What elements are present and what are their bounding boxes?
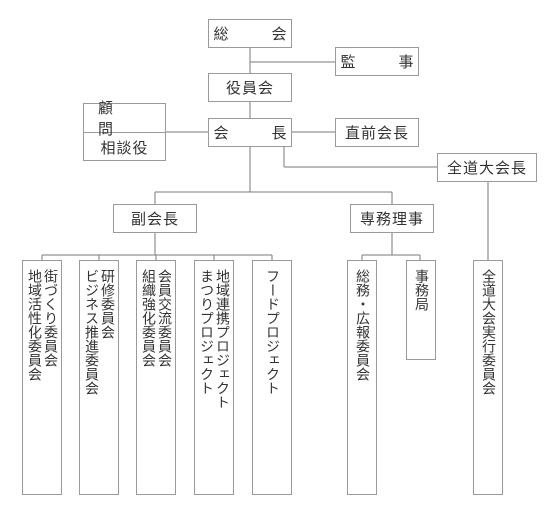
committee-box-1: 街づくり委員会 地域活性化委員会 bbox=[22, 260, 62, 495]
former-president-box: 直前会長 bbox=[335, 118, 419, 147]
advisor-counselor-box: 顧 問 相談役 bbox=[83, 99, 166, 161]
vice-president-label: 副会長 bbox=[130, 210, 179, 228]
president-box: 会 長 bbox=[208, 118, 292, 147]
committee-label-1: 街づくり委員会 地域活性化委員会 bbox=[26, 269, 58, 381]
committee-label-5: フードプロジェクト bbox=[264, 269, 280, 395]
general-assembly-box: 総 会 bbox=[208, 19, 292, 48]
counselor-label: 相談役 bbox=[100, 138, 149, 157]
counselor-cell: 相談役 bbox=[84, 132, 165, 161]
auditor-label: 監 事 bbox=[340, 53, 428, 71]
committee-box-8: 全道大会実行委員会 bbox=[473, 260, 503, 495]
committee-label-2: 研修委員会 ビジネス推進委員会 bbox=[83, 269, 115, 395]
committee-box-4: 地域連携プロジェクト まつりプロジェクト bbox=[194, 260, 234, 495]
executive-director-box: 専務理事 bbox=[350, 204, 434, 233]
officers-meeting-box: 役員会 bbox=[208, 73, 292, 102]
former-president-label: 直前会長 bbox=[344, 124, 409, 142]
committee-box-2: 研修委員会 ビジネス推進委員会 bbox=[79, 260, 119, 495]
committee-box-6: 総務・広報委員会 bbox=[347, 260, 377, 495]
convention-chair-box: 全道大会長 bbox=[437, 153, 537, 182]
officers-meeting-label: 役員会 bbox=[225, 79, 274, 97]
president-label: 会 長 bbox=[213, 124, 301, 142]
committee-box-3: 会員交流委員会 組織強化委員会 bbox=[136, 260, 176, 495]
committee-label-3: 会員交流委員会 組織強化委員会 bbox=[140, 269, 172, 367]
committee-label-8: 全道大会実行委員会 bbox=[480, 269, 496, 395]
committee-label-4: 地域連携プロジェクト まつりプロジェクト bbox=[198, 269, 230, 409]
committee-label-7: 事務局 bbox=[413, 269, 429, 311]
executive-director-label: 専務理事 bbox=[359, 210, 424, 228]
convention-chair-label: 全道大会長 bbox=[446, 159, 527, 177]
vice-president-box: 副会長 bbox=[113, 204, 197, 233]
general-assembly-label: 総 会 bbox=[213, 25, 301, 43]
committee-label-6: 総務・広報委員会 bbox=[354, 269, 370, 381]
committee-box-7: 事務局 bbox=[406, 260, 436, 360]
committee-box-5: フードプロジェクト bbox=[252, 260, 292, 495]
advisor-label: 顧 問 bbox=[98, 99, 157, 138]
auditor-box: 監 事 bbox=[335, 47, 419, 76]
advisor-cell: 顧 問 bbox=[84, 99, 165, 138]
